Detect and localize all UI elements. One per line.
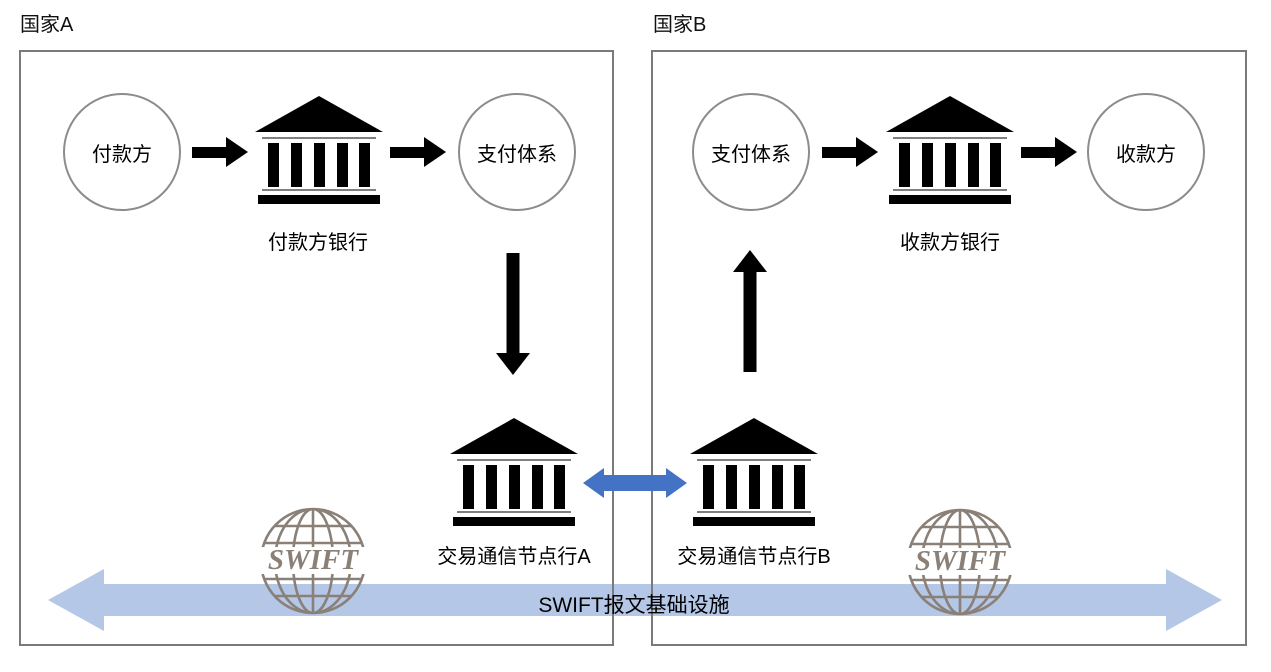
payer-circle: 付款方 — [63, 93, 181, 211]
payee-label: 收款方 — [1116, 143, 1176, 166]
country-a-box — [19, 50, 614, 646]
swift-globe-icon: SWIFT — [258, 507, 368, 615]
swift-infrastructure-label: SWIFT报文基础设施 — [538, 594, 730, 617]
arrow-right-icon — [192, 137, 248, 167]
payment-system-a-label: 支付体系 — [477, 143, 557, 166]
payment-system-b-circle: 支付体系 — [692, 93, 810, 211]
payer-label: 付款方 — [92, 143, 152, 166]
country-b-box — [651, 50, 1247, 646]
payee-bank-icon — [886, 96, 1014, 204]
node-bank-b-icon — [690, 418, 818, 526]
country-a-title: 国家A — [20, 14, 74, 36]
payer-bank-icon — [255, 96, 383, 204]
double-arrow-icon — [583, 468, 687, 498]
arrow-right-icon — [822, 137, 878, 167]
swift-logo-text: SWIFT — [268, 544, 360, 576]
swift-logo-text: SWIFT — [915, 545, 1007, 577]
payment-system-b-label: 支付体系 — [711, 143, 791, 166]
swift-globe-icon: SWIFT — [905, 508, 1015, 616]
node-bank-a-icon — [450, 418, 578, 526]
payee-bank-label: 收款方银行 — [900, 232, 1000, 254]
payee-circle: 收款方 — [1087, 93, 1205, 211]
arrow-right-icon — [1021, 137, 1077, 167]
payment-system-a-circle: 支付体系 — [458, 93, 576, 211]
arrow-down-icon — [496, 253, 530, 375]
arrow-up-icon — [733, 250, 767, 372]
payer-bank-label: 付款方银行 — [268, 232, 368, 254]
node-bank-b-label: 交易通信节点行B — [677, 546, 831, 568]
arrow-right-icon — [390, 137, 446, 167]
node-bank-a-label: 交易通信节点行A — [437, 546, 591, 568]
country-b-title: 国家B — [653, 14, 707, 36]
